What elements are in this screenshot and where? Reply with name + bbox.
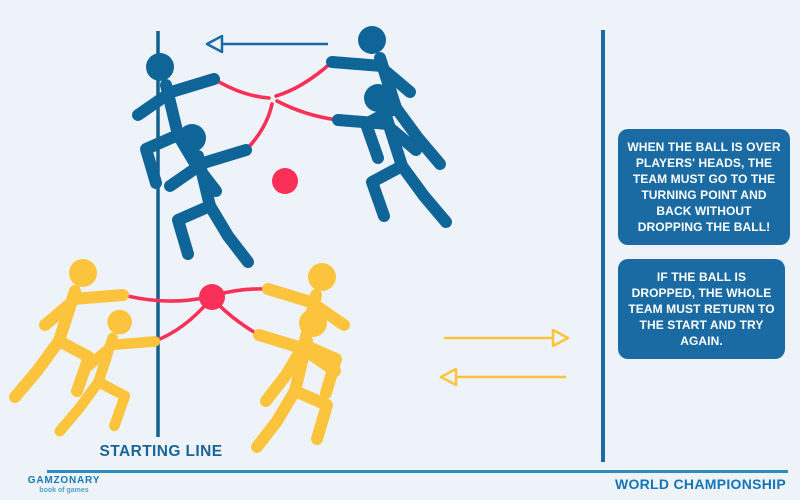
blue-turn-arrow-left-icon [205,34,328,54]
dropped-ball [272,168,298,194]
yellow-team-runner-1 [15,259,123,397]
rule-box-2: IF THE BALL IS DROPPED, THE WHOLE TEAM M… [618,259,785,360]
rule-text-1: WHEN THE BALL IS OVER PLAYERS' HEADS, TH… [627,140,781,235]
gamzonary-logo: GAMZONARY book of games [18,475,110,495]
logo-name: GAMZONARY [27,475,101,486]
logo-tagline: book of games [39,487,89,494]
blue-team-runner-2 [170,124,248,262]
footer-divider [47,470,788,473]
yellow-return-arrow-left-icon [439,367,566,387]
yellow-go-arrow-right-icon [444,328,570,348]
rule-box-1: WHEN THE BALL IS OVER PLAYERS' HEADS, TH… [618,129,790,246]
starting-line-label: STARTING LINE [99,443,223,460]
yellow-team-strings [121,287,270,343]
world-championship-label: WORLD CHAMPIONSHIP [614,476,786,492]
carried-ball [199,284,225,310]
yellow-team-runner-2 [60,310,155,431]
yellow-team-runner-4 [257,309,335,447]
rule-text-2: IF THE BALL IS DROPPED, THE WHOLE TEAM M… [628,270,775,349]
blue-team-strings [212,60,340,152]
